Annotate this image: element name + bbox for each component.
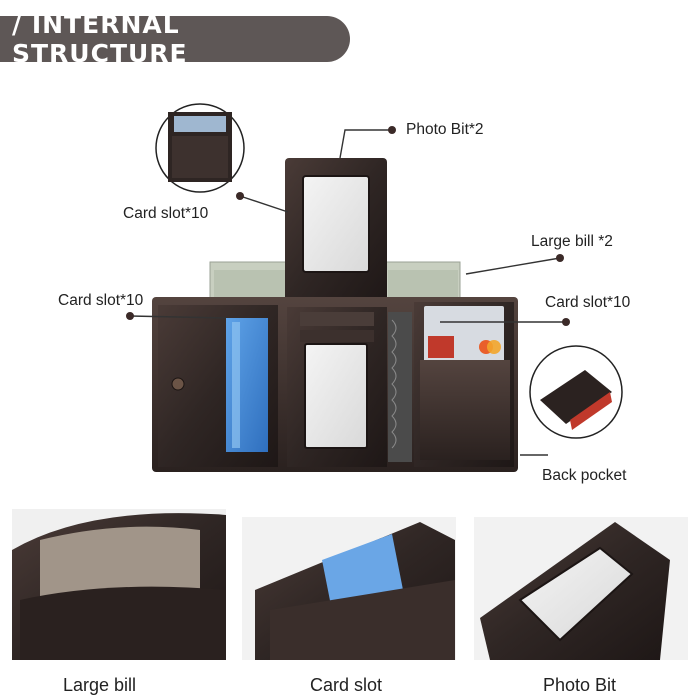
caption-photo-bit: Photo Bit bbox=[543, 675, 617, 695]
photo-photo-bit bbox=[474, 517, 688, 660]
label-card-slot-right: Card slot*10 bbox=[545, 294, 631, 311]
caption-large-bill: Large bill bbox=[63, 675, 137, 695]
label-back-pocket: Back pocket bbox=[542, 467, 627, 484]
photo-large-bill bbox=[12, 509, 226, 660]
callout-dots bbox=[126, 126, 570, 326]
caption-card-slot: Card slot bbox=[310, 675, 383, 695]
inset-card-slot bbox=[155, 103, 245, 193]
photo-card-slot bbox=[242, 517, 456, 660]
inset-back-pocket bbox=[529, 345, 623, 439]
callout-lines bbox=[129, 129, 566, 456]
label-card-slot-left: Card slot*10 bbox=[58, 292, 144, 309]
top-flap bbox=[285, 158, 387, 306]
label-photo-bit: Photo Bit*2 bbox=[406, 121, 484, 138]
label-large-bill: Large bill *2 bbox=[531, 233, 613, 250]
section-banner: / INTERNAL STRUCTURE bbox=[0, 10, 350, 68]
label-card-slot-top: Card slot*10 bbox=[123, 205, 209, 222]
section-title: / INTERNAL STRUCTURE bbox=[12, 10, 188, 68]
wallet-body bbox=[152, 297, 518, 472]
